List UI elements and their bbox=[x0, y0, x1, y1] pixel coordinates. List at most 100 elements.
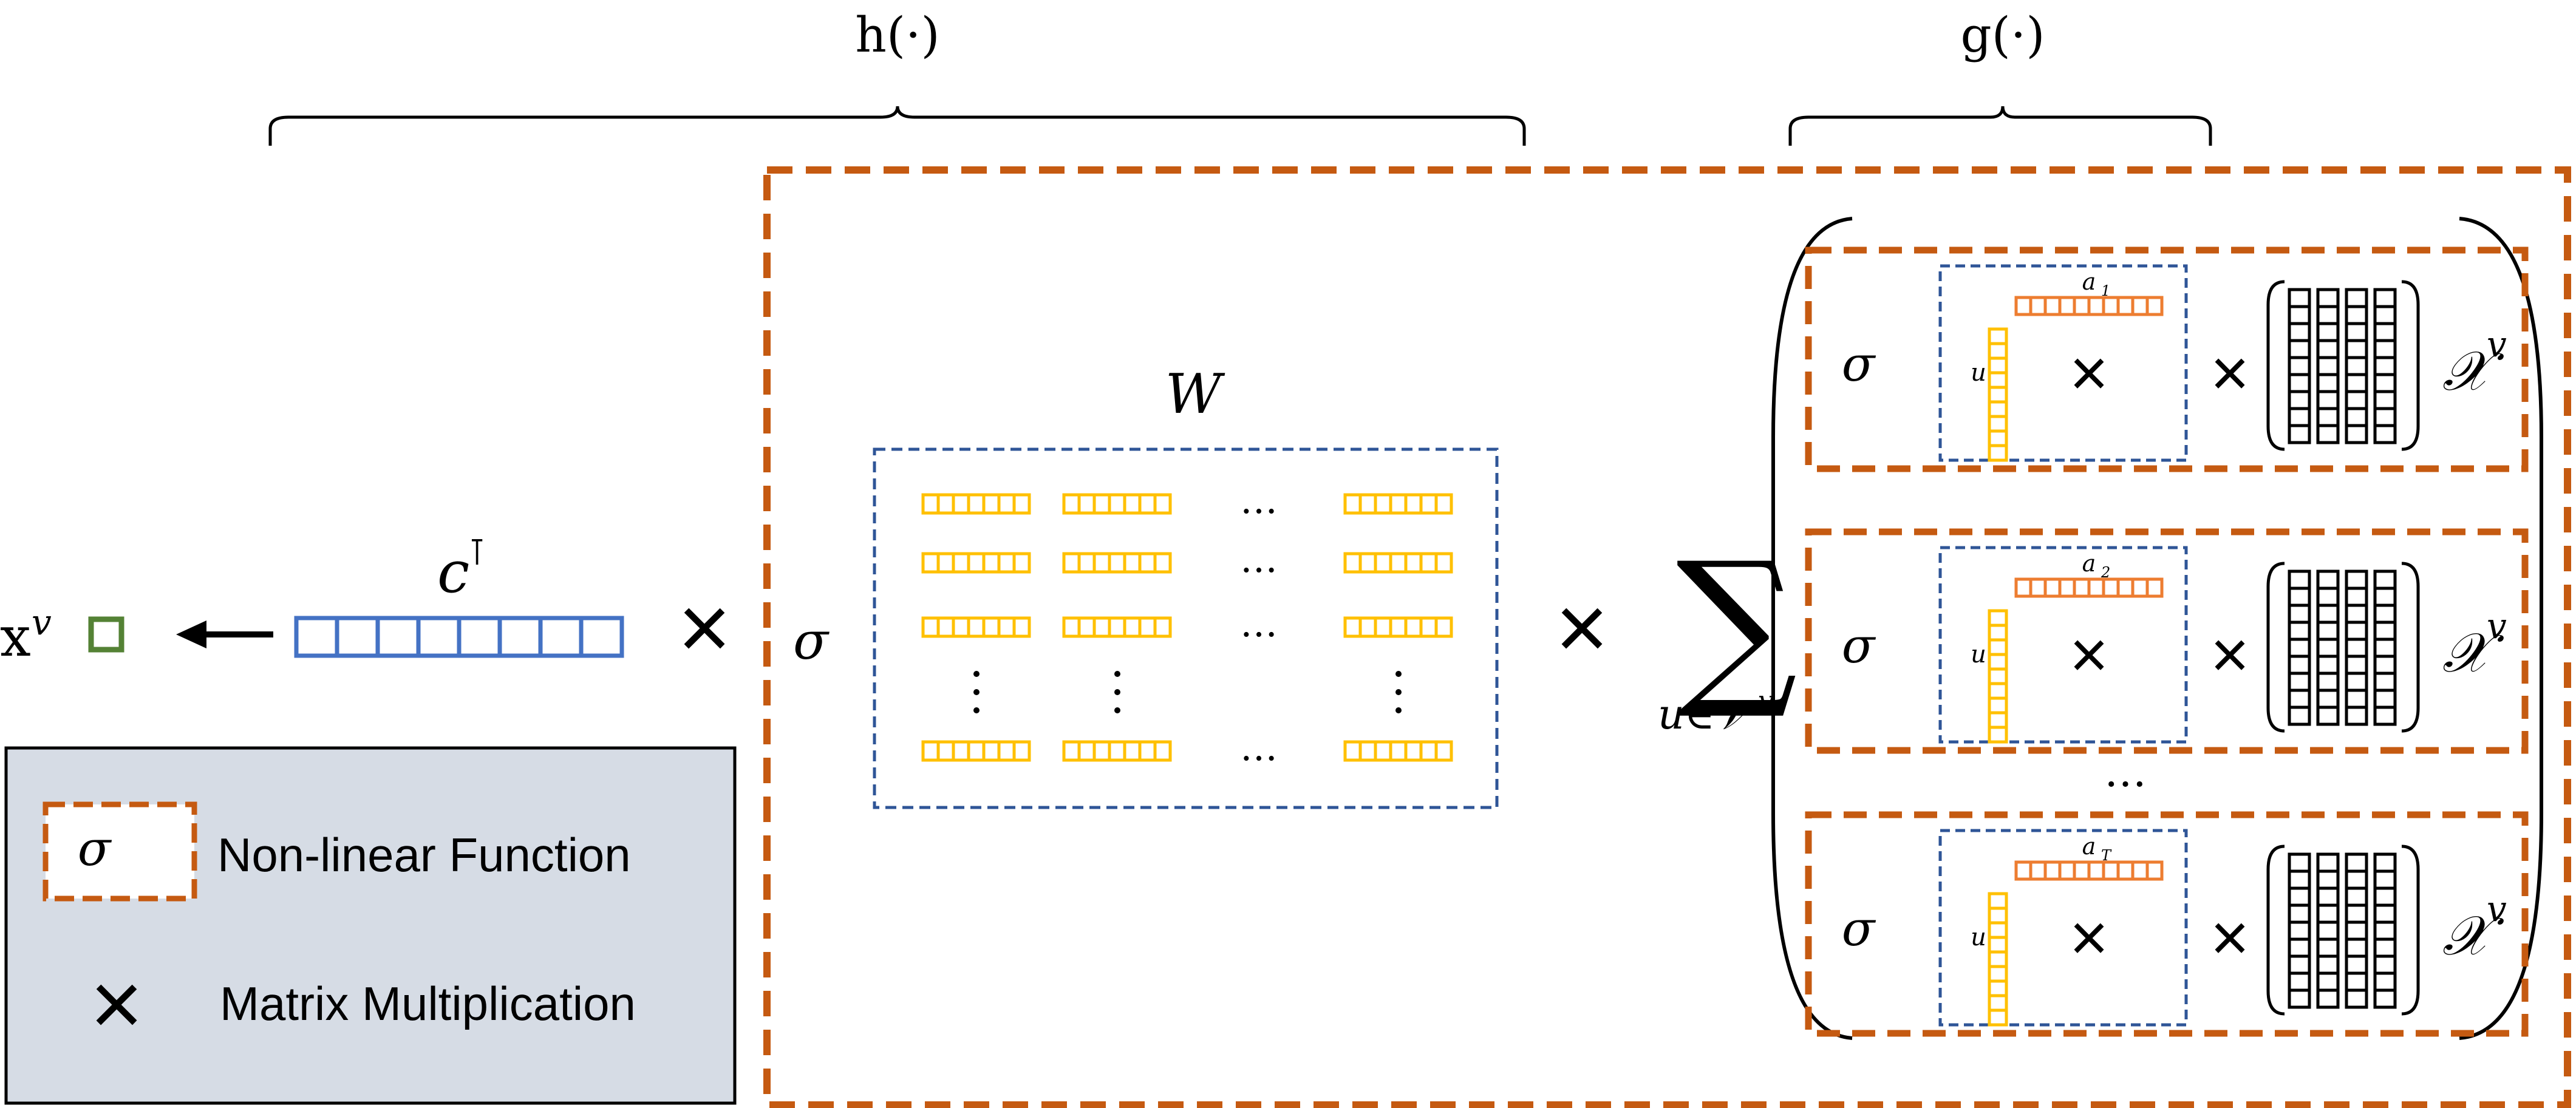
W-vector-cell bbox=[1153, 616, 1172, 638]
W-row-ellipsis: … bbox=[1240, 478, 1278, 522]
W-vector-cell bbox=[936, 616, 955, 638]
term-times-inner: × bbox=[2070, 336, 2108, 410]
terms-ellipsis: … bbox=[2104, 747, 2147, 797]
X-matrix-cell bbox=[2288, 407, 2311, 427]
X-right-paren bbox=[2401, 562, 2420, 733]
X-matrix-cell bbox=[2316, 603, 2340, 624]
W-vector-cell bbox=[921, 552, 940, 574]
W-vector-cell bbox=[967, 740, 986, 762]
X-superscript: v bbox=[2487, 888, 2507, 930]
X-matrix-cell bbox=[2373, 705, 2397, 726]
X-matrix-cell bbox=[2373, 390, 2397, 410]
W-vector-cell bbox=[1108, 616, 1126, 638]
W-vector-cell bbox=[1153, 552, 1172, 574]
vertical-ellipsis-dot bbox=[973, 689, 980, 695]
term-times-outer: × bbox=[2210, 336, 2249, 410]
term-nonlinear-box bbox=[1805, 811, 2529, 1037]
X-matrix-cell bbox=[2345, 903, 2368, 924]
a-vector-cell bbox=[2043, 860, 2062, 881]
W-row-ellipsis: … bbox=[1240, 601, 1278, 645]
X-matrix-cell bbox=[2288, 288, 2311, 308]
X-matrix-cell bbox=[2373, 322, 2397, 342]
W-vector-cell bbox=[1404, 740, 1423, 762]
X-matrix-cell bbox=[2316, 637, 2340, 658]
legend-sigma-symbol: σ bbox=[78, 820, 112, 877]
g-brace-label: g(·) bbox=[1960, 7, 2045, 63]
X-matrix-cell bbox=[2288, 903, 2311, 924]
X-matrix-cell bbox=[2316, 339, 2340, 359]
times-1: × bbox=[678, 576, 731, 678]
X-matrix-cell bbox=[2345, 954, 2368, 975]
W-vector-cell bbox=[1138, 740, 1157, 762]
W-vector-cell bbox=[936, 552, 955, 574]
u-vector-cell bbox=[1988, 638, 2008, 656]
X-matrix-cell bbox=[2345, 705, 2368, 726]
outer-nonlinear-box bbox=[763, 166, 2571, 1108]
W-vector-cell bbox=[1062, 493, 1081, 515]
c-vector-cell bbox=[416, 616, 462, 658]
attention-box bbox=[1938, 829, 2188, 1027]
X-matrix-cell bbox=[2288, 937, 2311, 958]
W-vector-cell bbox=[936, 740, 955, 762]
W-vector-cell bbox=[1358, 740, 1377, 762]
W-vector-cell bbox=[921, 740, 940, 762]
X-matrix-cell bbox=[2316, 886, 2340, 907]
u-vector-cell bbox=[1988, 667, 2008, 685]
W-vector-cell bbox=[1389, 616, 1408, 638]
term-sigma: σ bbox=[1842, 617, 1876, 674]
term-sigma: σ bbox=[1842, 900, 1876, 957]
a-vector-cell bbox=[2087, 860, 2105, 881]
a-subscript: T bbox=[2101, 847, 2112, 864]
term-times-inner: × bbox=[2070, 900, 2108, 975]
X-matrix-cell bbox=[2345, 322, 2368, 342]
sum-subscript-superscript: v bbox=[1758, 684, 1774, 717]
X-matrix-cell bbox=[2288, 688, 2311, 709]
X-matrix-cell bbox=[2316, 322, 2340, 342]
vertical-ellipsis-dot bbox=[1395, 671, 1402, 677]
W-vector-cell bbox=[982, 552, 1001, 574]
W-vector-cell bbox=[1434, 616, 1453, 638]
X-right-paren bbox=[2401, 280, 2420, 451]
h-brace bbox=[268, 106, 1526, 146]
X-matrix-cell bbox=[2373, 373, 2397, 393]
W-vector-cell bbox=[1389, 552, 1408, 574]
term-times-outer: × bbox=[2210, 900, 2249, 975]
u-vector-cell bbox=[1988, 444, 2008, 462]
c-vector-cell bbox=[457, 616, 502, 658]
X-matrix-cell bbox=[2373, 937, 2397, 958]
a-vector-cell bbox=[2058, 577, 2076, 598]
X-matrix-cell bbox=[2316, 373, 2340, 393]
X-matrix-cell bbox=[2288, 869, 2311, 890]
W-vector-cell bbox=[1012, 740, 1031, 762]
W-vector-cell bbox=[1389, 740, 1408, 762]
X-matrix-cell bbox=[2288, 322, 2311, 342]
term-sigma: σ bbox=[1842, 336, 1876, 392]
X-matrix-cell bbox=[2345, 373, 2368, 393]
W-vector-cell bbox=[1108, 552, 1126, 574]
X-matrix-cell bbox=[2316, 903, 2340, 924]
X-matrix-cell bbox=[2345, 637, 2368, 658]
X-matrix-cell bbox=[2288, 424, 2311, 444]
X-matrix-cell bbox=[2345, 671, 2368, 692]
c-vector-cell bbox=[335, 616, 380, 658]
W-vector-cell bbox=[1434, 740, 1453, 762]
W-vector-cell bbox=[982, 493, 1001, 515]
W-vector-cell bbox=[1343, 552, 1362, 574]
W-vector-cell bbox=[952, 740, 970, 762]
X-matrix-cell bbox=[2316, 654, 2340, 675]
X-matrix-cell bbox=[2373, 288, 2397, 308]
W-vector-cell bbox=[952, 552, 970, 574]
W-vector-cell bbox=[1077, 552, 1096, 574]
X-matrix-cell bbox=[2316, 356, 2340, 376]
W-vector-cell bbox=[1123, 493, 1142, 515]
sum-symbol: ∑ bbox=[1676, 526, 1797, 724]
X-matrix-cell bbox=[2345, 886, 2368, 907]
u-vector-cell bbox=[1988, 342, 2008, 360]
u-vector-cell bbox=[1988, 994, 2008, 1012]
a-label: a bbox=[2082, 833, 2096, 860]
u-vector-cell bbox=[1988, 327, 2008, 345]
a-vector-cell bbox=[2116, 296, 2135, 316]
u-vector-cell bbox=[1988, 653, 2008, 671]
